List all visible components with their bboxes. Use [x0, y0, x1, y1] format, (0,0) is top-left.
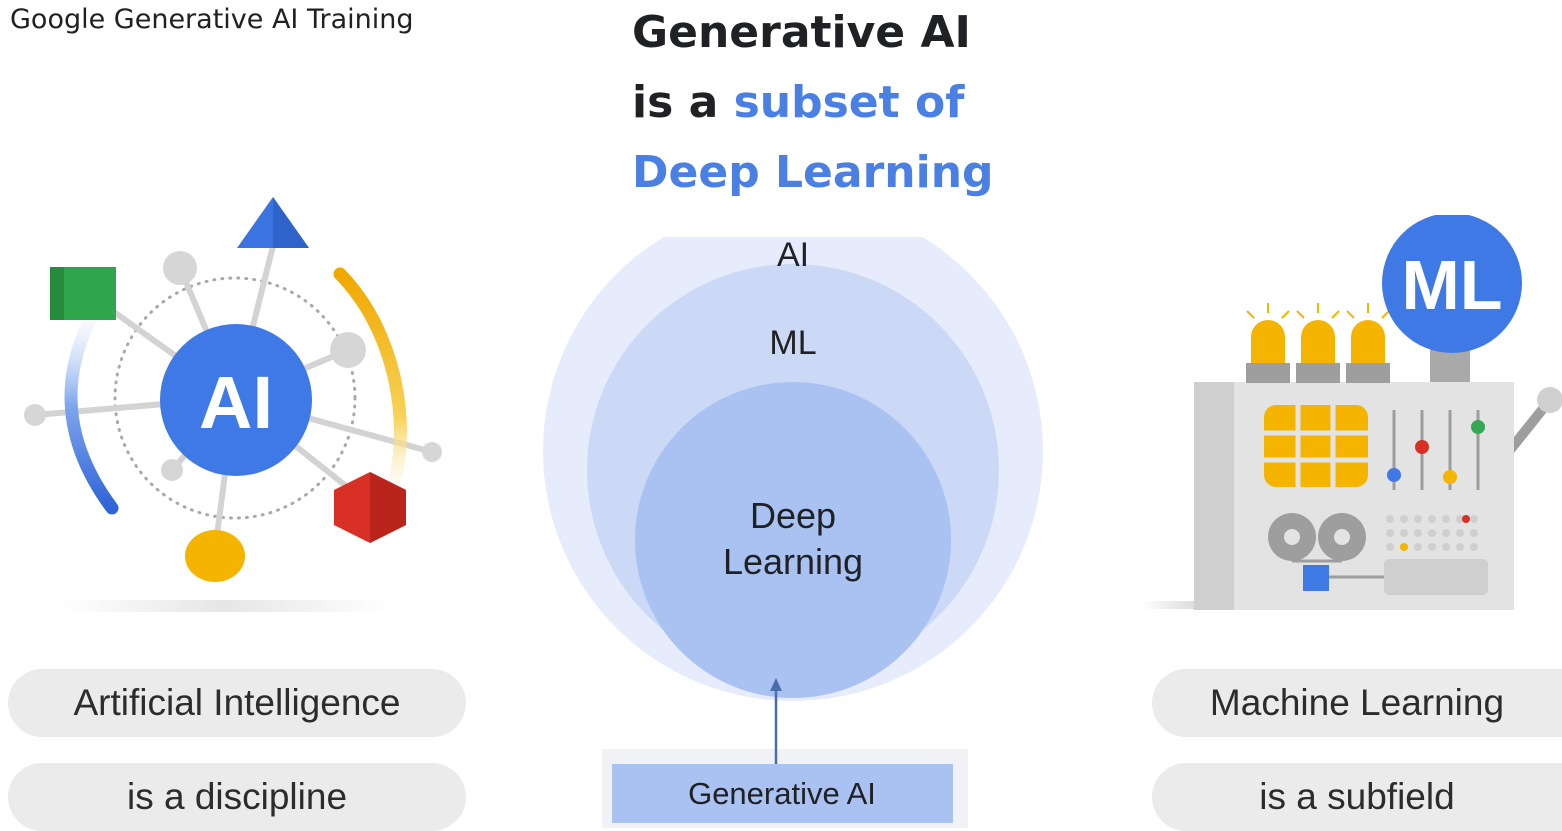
blue-triangle-shade [273, 197, 309, 248]
venn-inner-label-line1: Deep [750, 495, 836, 536]
ai-node-right [330, 332, 366, 368]
ml-yellow-grid-lines [1264, 405, 1368, 487]
title-line-2-accent: subset of [733, 77, 965, 128]
ml-description-text: is a subfield [1259, 776, 1455, 817]
title-line-2: is a subset of [632, 81, 964, 125]
ai-node-left [24, 404, 46, 426]
ml-label-pill: Machine Learning [1152, 669, 1562, 737]
venn-inner-label-line2: Learning [723, 541, 863, 582]
ai-label-text: Artificial Intelligence [73, 682, 401, 723]
ai-yellow-arc [333, 267, 407, 487]
ai-node-far-right [422, 442, 442, 462]
ai-label-pill: Artificial Intelligence [8, 669, 466, 737]
ml-tape-reels [1268, 513, 1390, 591]
venn-inner-circle-deep-learning [635, 382, 951, 698]
green-square-shade [50, 267, 64, 320]
ai-illustration: AI [24, 197, 442, 612]
ml-display-panel [1384, 559, 1488, 595]
ml-sliders [1387, 410, 1485, 490]
venn-outer-label: AI [777, 236, 809, 274]
ai-node-bottom-left [161, 459, 183, 481]
ml-yellow-grid [1264, 405, 1368, 487]
ml-illustration: ML [1140, 215, 1562, 610]
ml-lever-knob [1537, 387, 1562, 413]
ai-center-circle [160, 324, 312, 476]
ai-dotted-ring [113, 276, 357, 520]
red-hexagon-shade [370, 472, 406, 543]
venn-middle-label: ML [769, 324, 816, 362]
ml-floor-shadow [1140, 601, 1200, 609]
ml-bulbs [1246, 303, 1390, 383]
ai-description-pill: is a discipline [8, 763, 466, 831]
generative-ai-box-label: Generative AI [688, 776, 876, 811]
yellow-circle-icon [185, 530, 245, 582]
ai-node-top-left [163, 251, 197, 285]
title-line-1: Generative AI [632, 7, 971, 58]
title-line-2-prefix: is a [632, 77, 734, 128]
ml-dot-matrix [1386, 515, 1478, 551]
ml-badge-circle [1382, 215, 1522, 353]
ai-blue-arc [64, 295, 119, 515]
ai-floor-shadow [60, 600, 390, 612]
header-caption: Google Generative AI Training [10, 4, 414, 35]
ml-machine-side [1194, 382, 1234, 610]
generative-ai-box [612, 764, 953, 823]
ai-center-text: AI [199, 361, 273, 444]
ml-label-text: Machine Learning [1209, 682, 1505, 723]
generative-ai-arrow-head [770, 678, 782, 691]
ml-description-pill: is a subfield [1152, 763, 1562, 831]
ai-description-text: is a discipline [126, 776, 348, 817]
ml-badge-text: ML [1401, 246, 1502, 324]
venn-diagram: AI ML Deep Learning Generative AI [543, 236, 1043, 828]
title-line-3: Deep Learning [632, 147, 994, 198]
